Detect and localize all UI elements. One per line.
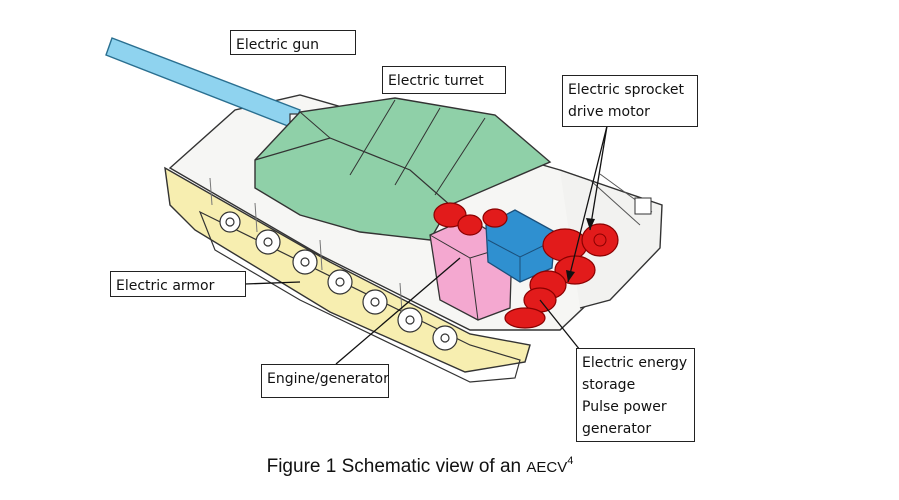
label-electric-gun-text: Electric gun	[236, 37, 319, 53]
label-electric-gun: Electric gun	[230, 30, 356, 55]
label-storage-line-1: Electric energy	[582, 355, 688, 371]
label-electric-armor: Electric armor	[110, 271, 246, 297]
label-storage-line-4: generator	[582, 421, 652, 437]
caption-main: Figure 1 Schematic view of an	[266, 456, 527, 477]
label-engine-generator: Engine/generator	[261, 364, 389, 398]
armor-side-skirt	[164, 166, 531, 373]
caption-abbrev: AECV	[526, 459, 568, 476]
label-electric-armor-text: Electric armor	[116, 278, 215, 294]
label-sprocket-line-1: Electric sprocket	[568, 82, 684, 98]
label-sprocket-line-2: drive motor	[568, 104, 650, 120]
caption-reference: 4	[567, 455, 574, 467]
label-energy-storage: Electric energy storage Pulse power gene…	[576, 348, 695, 442]
label-sprocket-drive-motor: Electric sprocket drive motor	[562, 75, 698, 127]
track-band	[198, 210, 521, 383]
label-electric-turret: Electric turret	[382, 66, 506, 94]
label-storage-line-2: storage	[582, 377, 636, 393]
leader-lines	[244, 125, 608, 365]
label-engine-generator-text: Engine/generator	[267, 371, 389, 387]
road-wheels	[219, 211, 458, 351]
label-electric-turret-text: Electric turret	[388, 73, 484, 89]
figure-caption: Figure 1 Schematic view of an AECV4	[0, 455, 840, 478]
label-storage-line-3: Pulse power	[582, 399, 667, 415]
energy-storage	[485, 209, 556, 283]
